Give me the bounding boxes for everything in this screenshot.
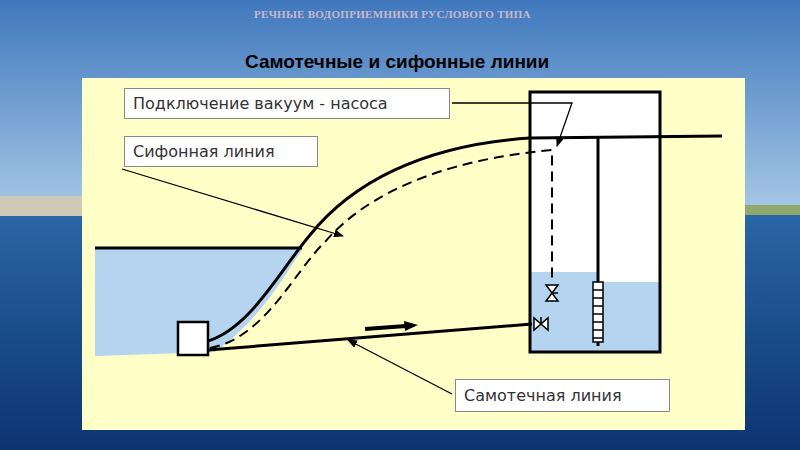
valve-symbol: [534, 317, 548, 330]
callout-box: Самотечная линия: [455, 379, 670, 412]
valve-symbol: [546, 285, 558, 301]
siphon-pipe-dashed: [210, 150, 552, 348]
callout-box: Подключение вакуум - насоса: [124, 88, 450, 119]
flow-arrow: [365, 326, 406, 329]
well-water: [530, 272, 598, 352]
well-water: [598, 282, 660, 352]
callout-text: Подключение вакуум - насоса: [133, 94, 388, 113]
header-text: РЕЧНЫЕ ВОДОПРИЕМНИКИ РУСЛОВОГО ТИПА: [254, 8, 531, 20]
leader-line: [122, 169, 343, 236]
screen: [593, 282, 603, 342]
slide-title: Самотечные и сифонные линии: [245, 51, 549, 73]
intake-head: [178, 322, 208, 355]
callout-box: Сифонная линия: [124, 136, 318, 167]
callout-text: Сифонная линия: [133, 142, 275, 161]
leader-line: [348, 340, 452, 394]
river-water: [95, 248, 303, 356]
callout-text: Самотечная линия: [464, 386, 622, 405]
building-interior: [530, 92, 660, 352]
shore: [0, 196, 85, 216]
panel: [82, 78, 745, 430]
shore: [740, 205, 800, 215]
building: [530, 92, 660, 352]
leader-line: [452, 103, 572, 146]
flow-arrow-head: [404, 321, 418, 331]
gravity-line: [208, 324, 532, 350]
water-level: [95, 247, 302, 250]
